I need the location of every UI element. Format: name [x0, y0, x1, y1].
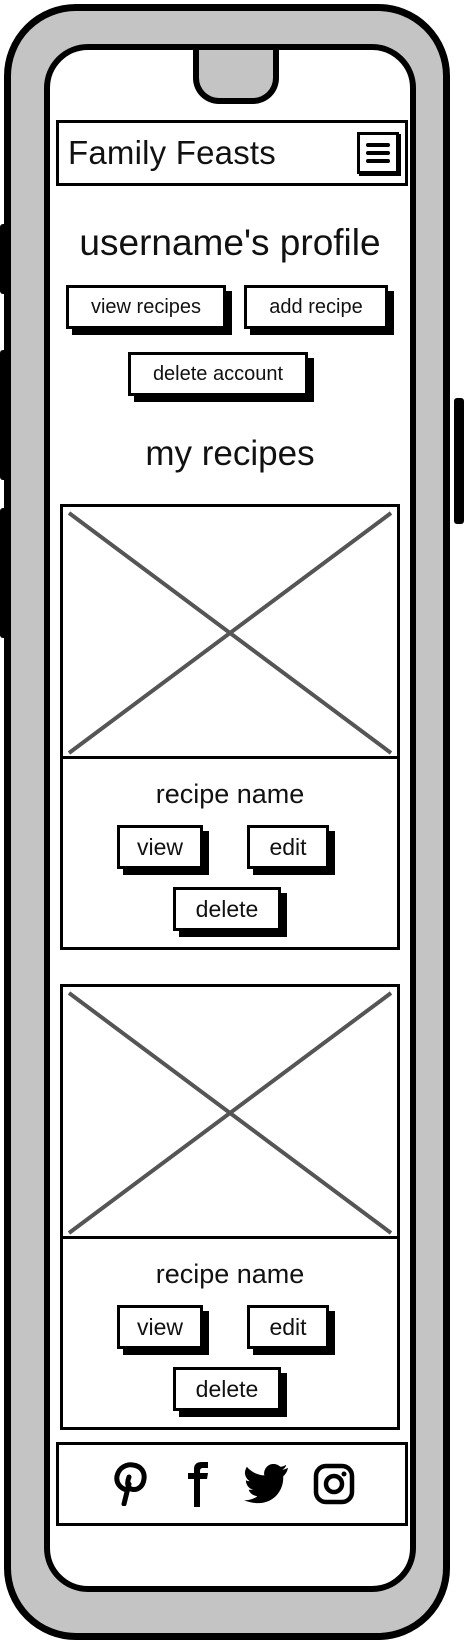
view-recipes-button[interactable]: view recipes	[66, 285, 226, 329]
side-button	[0, 508, 10, 638]
recipe-card: recipe name view edit delete	[60, 984, 400, 1430]
side-button	[0, 350, 10, 480]
image-placeholder-cross	[67, 511, 393, 755]
edit-button[interactable]: edit	[247, 1305, 329, 1349]
delete-button[interactable]: delete	[173, 887, 281, 931]
delete-button[interactable]: delete	[173, 1367, 281, 1411]
phone-screen: Family Feasts username's profile view re…	[44, 44, 416, 1592]
site-header: Family Feasts	[56, 120, 408, 186]
view-button[interactable]: view	[117, 1305, 203, 1349]
edit-button[interactable]: edit	[247, 825, 329, 869]
side-button	[0, 224, 10, 294]
brand-logo-text[interactable]: Family Feasts	[68, 134, 276, 171]
hamburger-line	[366, 143, 390, 147]
section-title-my-recipes: my recipes	[145, 434, 315, 473]
add-recipe-button[interactable]: add recipe	[244, 285, 388, 329]
view-button[interactable]: view	[117, 825, 203, 869]
hamburger-line	[366, 151, 390, 155]
phone-notch	[193, 50, 279, 104]
hamburger-line	[366, 159, 390, 163]
image-placeholder-icon	[63, 507, 397, 759]
hamburger-menu-icon[interactable]	[357, 132, 399, 174]
delete-account-button[interactable]: delete account	[128, 352, 308, 396]
facebook-icon[interactable]	[176, 1462, 220, 1507]
twitter-icon[interactable]	[244, 1462, 288, 1506]
pinterest-icon[interactable]	[108, 1462, 152, 1506]
image-placeholder-icon	[63, 987, 397, 1239]
page-title: username's profile	[79, 222, 381, 263]
recipe-name: recipe name	[155, 1259, 305, 1289]
image-placeholder-cross	[67, 991, 393, 1235]
site-footer	[56, 1442, 408, 1526]
recipe-card: recipe name view edit delete	[60, 504, 400, 950]
instagram-icon[interactable]	[312, 1462, 356, 1506]
recipe-name: recipe name	[155, 779, 305, 809]
power-button	[454, 398, 464, 524]
